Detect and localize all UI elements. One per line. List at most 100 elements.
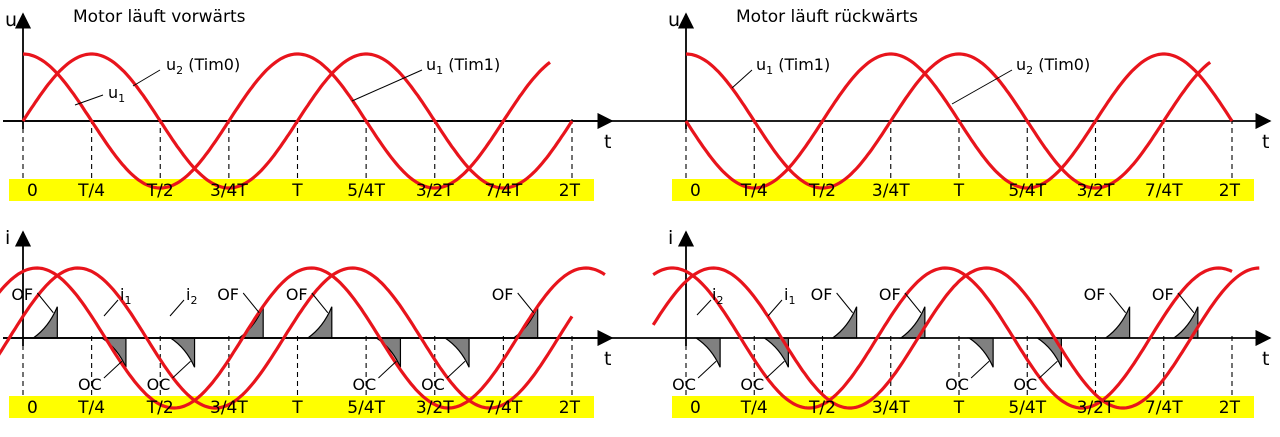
tick-label: 3/2T: [416, 181, 454, 201]
label-u2-tim0: u2 (Tim0): [166, 55, 240, 77]
marker-of: OF: [879, 285, 901, 304]
label-u2-tim0-main: u: [166, 55, 176, 74]
shaded-area: [1171, 306, 1199, 339]
x-axis-label: t: [1262, 131, 1269, 153]
marker-oc: OC: [945, 375, 969, 394]
shaded-area: [762, 337, 789, 368]
tick-label: T: [291, 181, 303, 201]
tick-label: 7/4T: [485, 181, 523, 201]
label-u2-tim0-main: u: [1016, 55, 1026, 74]
tick-label: 2T: [559, 181, 581, 201]
label-i2-subscript: 2: [716, 294, 723, 307]
tick-label: 2T: [1219, 181, 1241, 201]
leader-line: [767, 299, 783, 317]
leader-line: [74, 94, 104, 106]
label-u1-tim1-main: u: [756, 55, 766, 74]
leader-line: [696, 299, 712, 316]
marker-of: OF: [492, 285, 514, 304]
label-u2-tim0-suffix: (Tim0): [1033, 55, 1090, 74]
label-i1: i1: [120, 285, 131, 307]
label-i2-main: i: [186, 285, 190, 304]
label-u1-tim1-suffix: (Tim1): [443, 55, 500, 74]
tick-label: 0: [690, 398, 701, 418]
y-axis-label: i: [668, 227, 673, 249]
leader-line: [517, 292, 535, 314]
marker-of: OF: [286, 285, 308, 304]
label-u1: u1: [108, 83, 125, 105]
tick-label: T/2: [808, 181, 836, 201]
label-i2-subscript: 2: [190, 294, 197, 307]
label-u1-tim1-subscript: 1: [436, 64, 443, 77]
tick-label: 7/4T: [485, 398, 523, 418]
tick-label: 2T: [559, 398, 581, 418]
marker-of: OF: [11, 285, 33, 304]
tick-label: T/4: [77, 181, 105, 201]
label-u2-tim0-subscript: 2: [176, 64, 183, 77]
shaded-area: [31, 306, 58, 339]
curve-i1: [0, 266, 606, 410]
tick-label: 3/2T: [1077, 181, 1115, 201]
tick-label: 5/4T: [1008, 398, 1046, 418]
label-i1-subscript: 1: [788, 294, 795, 307]
tick-label: T: [953, 181, 965, 201]
curve-u2: [685, 52, 1212, 190]
shaded-area: [305, 306, 333, 339]
x-axis-label: t: [1262, 348, 1269, 370]
leader-line: [951, 69, 1013, 105]
leader-line: [103, 299, 119, 317]
label-i2: i2: [186, 285, 197, 307]
tick-label: 7/4T: [1145, 181, 1183, 201]
leader-line: [36, 292, 54, 314]
tick-label: T/4: [740, 181, 768, 201]
tick-label: 3/4T: [210, 398, 248, 418]
tick-label: 5/4T: [1008, 181, 1046, 201]
label-u1-subscript: 1: [118, 92, 125, 105]
label-u1-tim1-subscript: 1: [766, 64, 773, 77]
label-u2-tim0-suffix: (Tim0): [183, 55, 240, 74]
leader-line: [836, 292, 854, 314]
tick-label: T: [291, 398, 303, 418]
label-u1-tim1-suffix: (Tim1): [773, 55, 830, 74]
tick-label: T/2: [146, 398, 174, 418]
curve-u2: [22, 52, 551, 190]
shaded-area: [1035, 337, 1062, 368]
label-i1-main: i: [120, 285, 124, 304]
shaded-area: [443, 337, 470, 368]
tick-label: 3/4T: [210, 181, 248, 201]
curve-u1: [684, 52, 1234, 190]
label-u1-tim1: u1 (Tim1): [426, 55, 500, 77]
shaded-area: [967, 337, 994, 368]
marker-oc: OC: [421, 375, 445, 394]
tick-band: [672, 396, 1254, 418]
label-u2-tim0-subscript: 2: [1026, 64, 1033, 77]
curve-i2: [652, 266, 1233, 410]
label-i1-main: i: [784, 285, 788, 304]
panel-title: Motor läuft vorwärts: [73, 7, 246, 27]
curve-i1: [651, 266, 1260, 410]
x-axis-label: t: [604, 131, 611, 153]
leader-line: [731, 69, 753, 89]
label-i2: i2: [712, 285, 723, 307]
label-u1-main: u: [108, 83, 118, 102]
leader-line: [311, 292, 329, 314]
leader-line: [904, 292, 922, 314]
leader-line: [103, 360, 123, 379]
curve-u1: [21, 52, 574, 190]
leader-line: [172, 360, 191, 379]
tick-label: 2T: [1219, 398, 1241, 418]
label-i2-main: i: [712, 285, 716, 304]
leader-line: [697, 360, 717, 379]
leader-line: [242, 292, 260, 314]
tick-label: T/2: [146, 181, 174, 201]
panel-title: Motor läuft rückwärts: [736, 7, 918, 27]
tick-label: T/2: [808, 398, 836, 418]
tick-label: 3/4T: [872, 398, 910, 418]
tick-label: T: [953, 398, 965, 418]
leader-line: [169, 299, 185, 317]
marker-of: OF: [811, 285, 833, 304]
marker-of: OF: [1152, 285, 1174, 304]
leader-line: [1109, 292, 1127, 314]
shaded-area: [694, 337, 721, 368]
tick-label: 0: [27, 398, 38, 418]
